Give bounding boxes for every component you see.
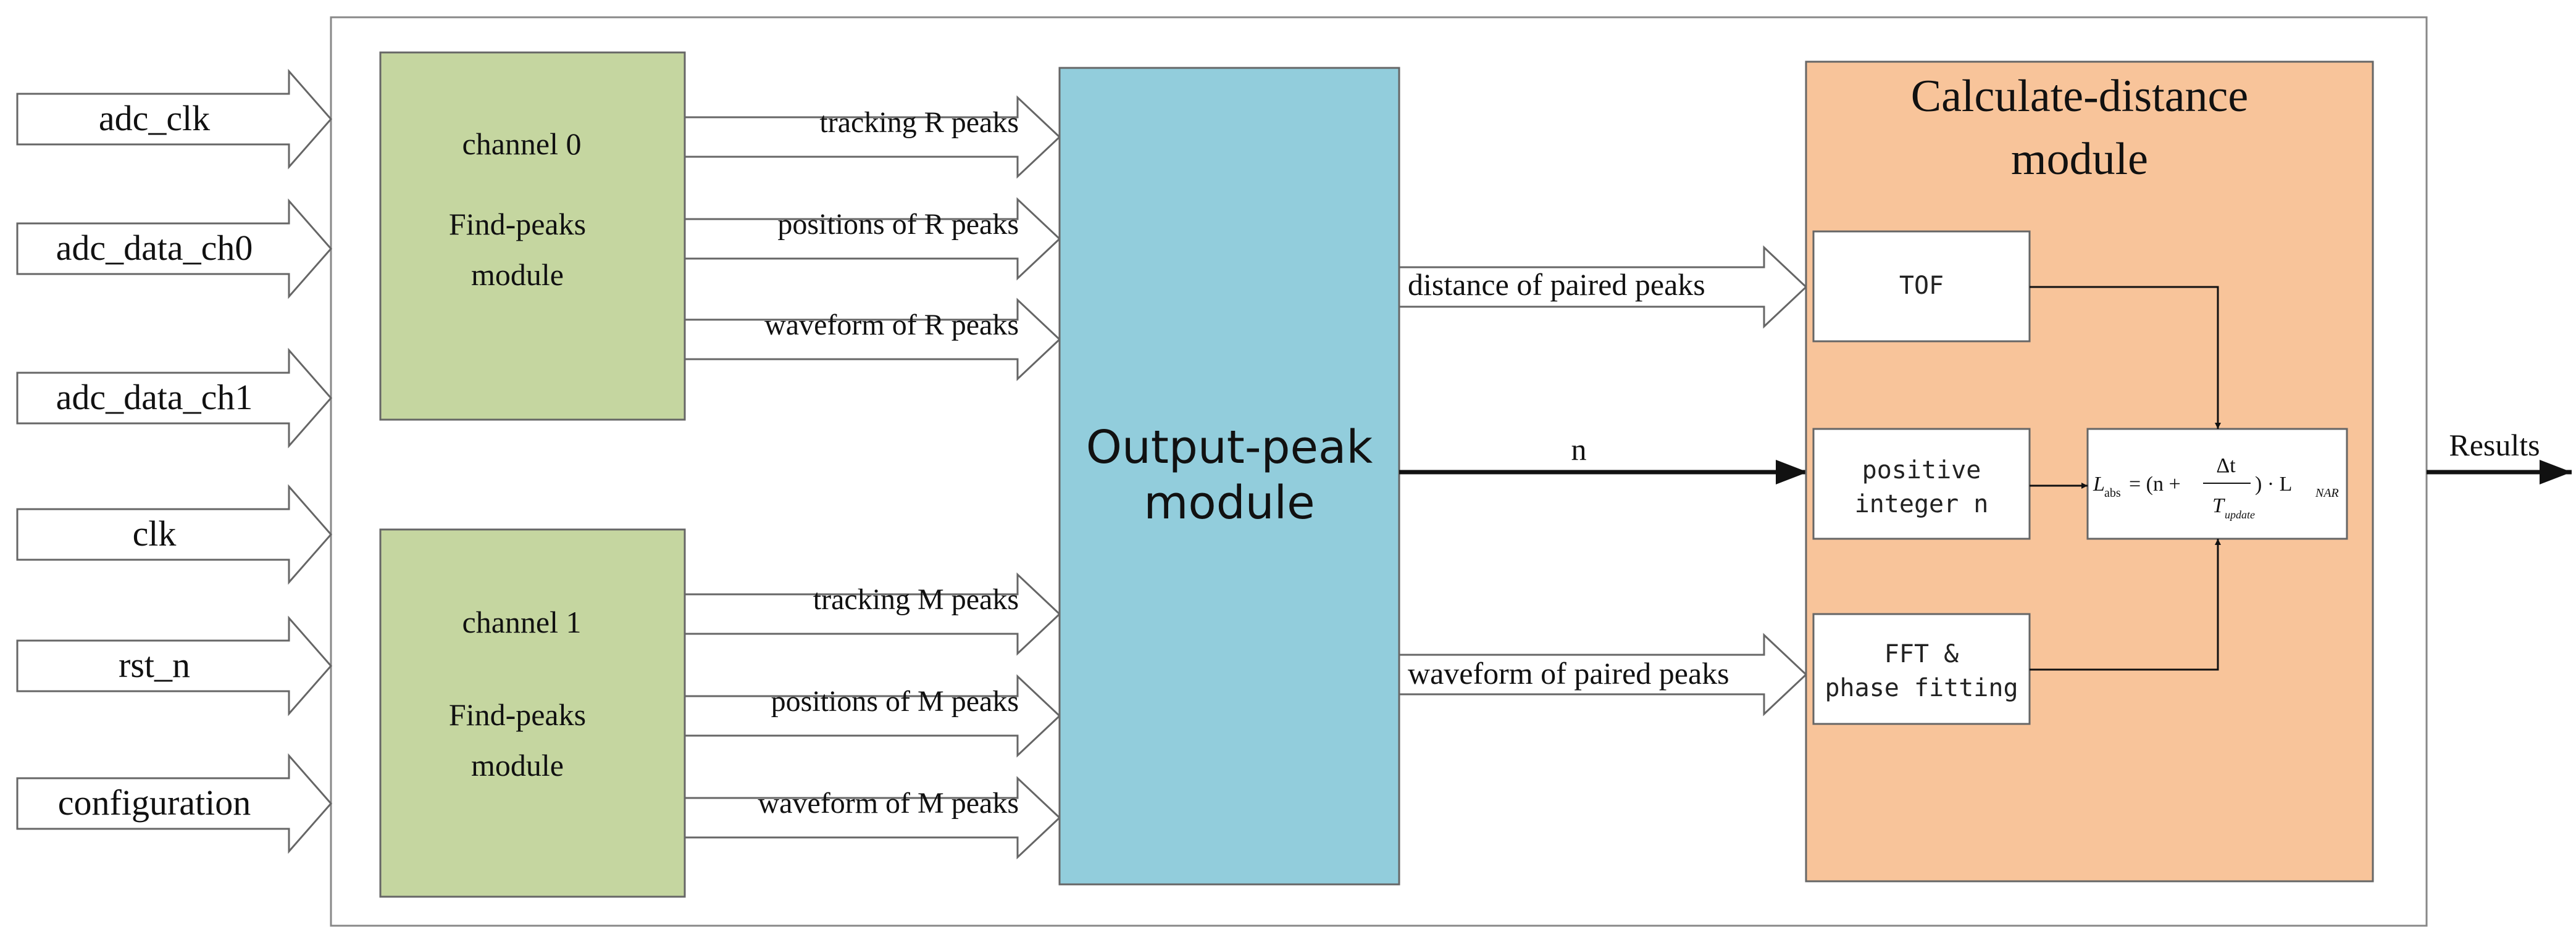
ch0-output-arrow-1-shape (684, 197, 1061, 281)
distance-arrow-shape (1398, 245, 1808, 329)
formula-nar: NAR (2315, 486, 2339, 500)
input-arrow-0: adc_clk (16, 69, 332, 170)
n-label: n (1571, 432, 1587, 467)
channel-0-line2: module (471, 257, 564, 292)
channel-output-signals: tracking R peaks positions of R peaks wave… (684, 95, 1061, 860)
input-arrow-3-label: clk (133, 513, 177, 554)
ch0-output-arrow-1-label: positions of R peaks (777, 208, 1019, 241)
channel-1-title: channel 1 (462, 605, 582, 639)
distance-arrow: distance of paired peaks (1398, 245, 1808, 329)
channel-1-line1: Find-peaks (449, 697, 586, 732)
channel-1-find-peaks-module: channel 1 Find-peaks module (379, 528, 686, 898)
fft-line2: phase fitting (1825, 674, 2018, 702)
formula-den-sub: update (2225, 509, 2255, 521)
channel-0-title: channel 0 (462, 127, 582, 161)
results-label: Results (2449, 428, 2540, 462)
waveform-paired-arrow-label: waveform of paired peaks (1408, 656, 1729, 691)
fft-phase-fitting-box (1812, 613, 2031, 725)
input-arrow-5-shape (16, 753, 332, 854)
ch0-output-arrow-2: waveform of R peaks (684, 297, 1061, 381)
input-arrow-4: rst_n (16, 615, 332, 717)
fft-connector (2030, 539, 2221, 671)
distance-arrow-label: distance of paired peaks (1408, 267, 1705, 302)
input-arrow-4-label: rst_n (119, 645, 190, 685)
formula-L: L (2093, 473, 2105, 496)
positive-integer-box (1812, 428, 2031, 540)
tof-connector (2030, 286, 2221, 429)
calc-title-line1: Calculate-distance (1911, 71, 2249, 122)
ch1-output-arrow-2: waveform of M peaks (684, 776, 1061, 860)
input-arrow-0-label: adc_clk (99, 98, 210, 138)
ch0-output-arrow-0: tracking R peaks (684, 95, 1061, 179)
distance-formula: L abs = (n + Δt T update ) · L NAR (2093, 454, 2339, 521)
positive-integer-line1: positive (1862, 456, 1981, 484)
formula-abs: abs (2104, 486, 2121, 500)
ch1-output-arrow-0-shape (684, 572, 1061, 656)
input-arrow-1: adc_data_ch0 (16, 198, 332, 299)
input-arrow-2-shape (16, 347, 332, 449)
channel-0-line1: Find-peaks (449, 207, 586, 241)
tof-label: TOF (1899, 272, 1944, 300)
ch1-output-arrow-1-label: positions of M peaks (771, 685, 1019, 718)
input-arrow-2-label: adc_data_ch1 (56, 377, 253, 417)
output-peak-line1: Output-peak (1086, 421, 1373, 474)
channel-0-find-peaks-module: channel 0 Find-peaks module (379, 51, 686, 421)
output-peak-line2: module (1144, 476, 1315, 530)
positive-integer-line2: integer n (1855, 490, 1989, 518)
waveform-paired-arrow-shape (1398, 633, 1808, 717)
input-arrow-3-shape (16, 484, 332, 585)
ch0-output-arrow-0-shape (684, 95, 1061, 179)
formula-numerator: Δt (2216, 454, 2236, 477)
ch1-output-arrow-1-shape (684, 674, 1061, 758)
waveform-paired-arrow: waveform of paired peaks (1398, 633, 1808, 717)
input-arrow-0-shape (16, 69, 332, 170)
calculate-distance-module: Calculate-distance module TOF positive i… (1805, 60, 2374, 883)
paired-peak-signals: distance of paired peaks waveform of pair… (1398, 245, 1808, 717)
ch1-output-arrow-0-label: tracking M peaks (813, 583, 1019, 616)
ch1-output-arrow-1: positions of M peaks (684, 674, 1061, 758)
ch0-output-arrow-0-label: tracking R peaks (819, 106, 1019, 139)
channel-1-line2: module (471, 748, 564, 783)
tof-box (1812, 230, 2031, 343)
input-arrow-5-label: configuration (58, 783, 251, 823)
ch1-output-arrow-0: tracking M peaks (684, 572, 1061, 656)
formula-denominator: T (2212, 494, 2225, 517)
ch1-output-arrow-2-label: waveform of M peaks (758, 787, 1019, 820)
formula-close: ) · L (2255, 473, 2292, 496)
results-signal: Results (2427, 428, 2572, 484)
input-arrow-4-shape (16, 615, 332, 717)
input-arrow-3: clk (16, 484, 332, 585)
formula-open: = (n + (2129, 473, 2181, 496)
input-arrow-5: configuration (16, 753, 332, 854)
input-arrow-2: adc_data_ch1 (16, 347, 332, 449)
n-signal: n (1399, 432, 1808, 484)
ch0-output-arrow-1: positions of R peaks (684, 197, 1061, 281)
calc-title-line2: module (2011, 134, 2148, 185)
ch0-output-arrow-2-label: waveform of R peaks (764, 309, 1019, 341)
input-arrow-1-shape (16, 198, 332, 299)
input-arrow-1-label: adc_data_ch0 (56, 228, 253, 268)
fft-line1: FFT & (1884, 640, 1959, 668)
output-peak-module: Output-peak module (1058, 67, 1400, 886)
ch1-output-arrow-2-shape (684, 776, 1061, 860)
ch0-output-arrow-2-shape (684, 297, 1061, 381)
